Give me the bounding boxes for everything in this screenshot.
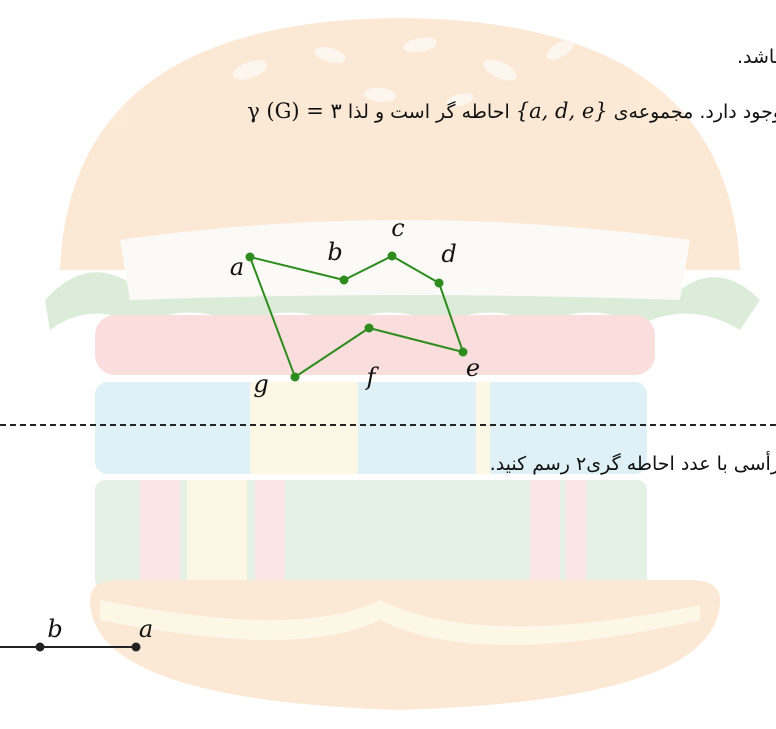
edge-f-g: [294, 327, 370, 378]
vertex-g: [290, 372, 300, 382]
vertex-label-d: d: [441, 240, 456, 268]
vertex-d: [434, 278, 444, 288]
line2-mid-text: احاطه گر است و لذا: [347, 101, 510, 123]
vertex-label-g: g: [253, 370, 268, 398]
vertex-b: [339, 275, 349, 285]
path-vertex-a: [131, 642, 141, 652]
line3-text: رأسی با عدد احاطه گری۲ رسم کنید.: [489, 453, 776, 475]
dominating-set-formula: {a, d, e}: [515, 99, 608, 123]
domination-number-formula: γ (G) = ۳: [247, 99, 342, 123]
edge-b-c: [343, 255, 393, 281]
vertex-label-c: c: [391, 214, 404, 242]
vertex-c: [387, 251, 397, 261]
edge-g-a: [249, 256, 296, 378]
vertex-label-b: b: [327, 238, 342, 266]
edge-c-d: [391, 255, 440, 284]
path-vertex-b: [35, 642, 45, 652]
vertex-e: [458, 347, 468, 357]
text-line-3: رأسی با عدد احاطه گری۲ رسم کنید.: [490, 453, 776, 475]
line2-prefix-text: وجود دارد. مجموعه‌ی: [613, 101, 776, 123]
vertex-f: [364, 323, 374, 333]
edge-e-f: [368, 327, 464, 353]
text-line-2: وجود دارد. مجموعه‌ی {a, d, e} احاطه گر ا…: [247, 99, 776, 123]
vertex-a: [245, 252, 255, 262]
edge-a-b: [249, 256, 345, 281]
section-divider: [0, 424, 776, 426]
vertex-label-a: a: [230, 253, 244, 281]
vertex-label-e: e: [466, 354, 480, 382]
text-line-1: باشد.: [737, 46, 776, 68]
path-vertex-label-a: a: [139, 615, 153, 643]
vertex-label-f: f: [365, 363, 380, 391]
path-vertex-label-b: b: [47, 615, 62, 643]
edge-d-e: [438, 282, 464, 353]
line1-text: باشد.: [736, 46, 776, 68]
